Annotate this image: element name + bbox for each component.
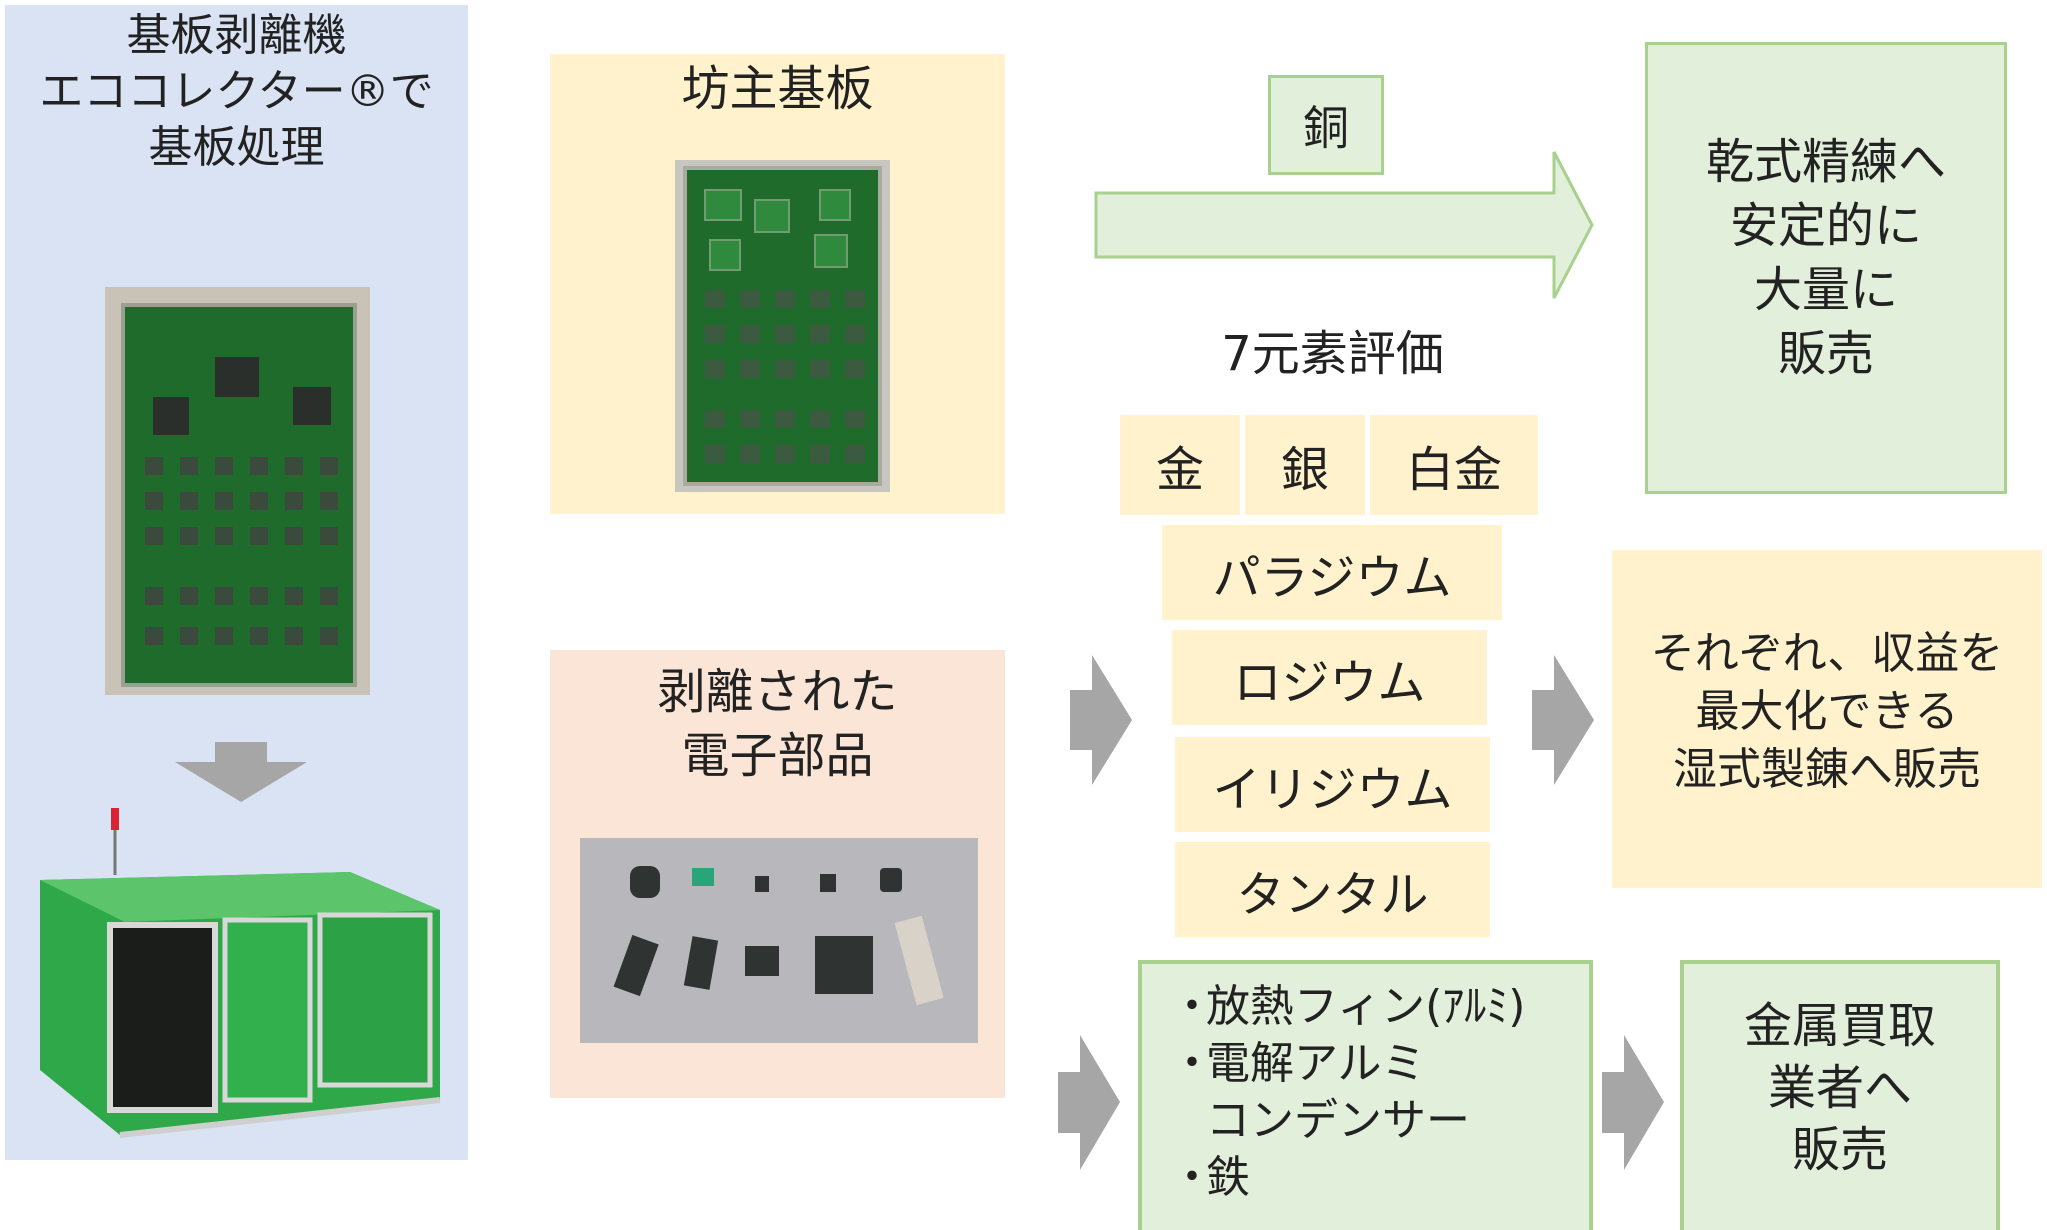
- dry-refining-text: 乾式精練へ 安定的に 大量に 販売: [1645, 130, 2007, 386]
- left-title-line-2: エココレクター®で: [39, 66, 434, 117]
- eco-collector-machine-photo: [30, 800, 450, 1145]
- misc-item-heat-fin: ・ 放熱フィン(ｱﾙﾐ): [1170, 978, 1590, 1035]
- misc-item-line: コンデンサー: [1206, 1095, 1470, 1146]
- element-palladium: パラジウム: [1162, 525, 1502, 620]
- element-iridium: イリジウム: [1175, 737, 1490, 832]
- dry-line-2: 安定的に: [1729, 198, 1922, 254]
- dry-line-4: 販売: [1777, 326, 1874, 382]
- right-arrow-icon: [1070, 655, 1132, 785]
- misc-item-text: 鉄: [1206, 1152, 1250, 1203]
- misc-item-line: 電解アルミ: [1206, 1038, 1426, 1089]
- wet-line-1: それぞれ、収益を: [1650, 628, 2004, 679]
- metal-buyer-box: [1680, 960, 2000, 1230]
- buyer-line-3: 販売: [1791, 1122, 1888, 1178]
- left-title-line-3: 基板処理: [148, 122, 325, 173]
- metal-buyer-text: 金属買取 業者へ 販売: [1680, 995, 2000, 1181]
- right-arrow-icon: [1602, 1035, 1664, 1170]
- wet-refining-box: [1612, 550, 2042, 888]
- electronic-parts-photo: [580, 838, 978, 1043]
- wet-refining-text: それぞれ、収益を 最大化できる 湿式製錬へ販売: [1612, 625, 2042, 799]
- down-arrow-icon: [175, 742, 307, 802]
- bozu-board-title: 坊主基板: [681, 61, 874, 117]
- misc-materials-box: [1138, 960, 1593, 1230]
- buyer-line-2: 業者へ: [1767, 1060, 1912, 1116]
- peeled-components-title: 剥離された 電子部品: [550, 660, 1005, 788]
- peeled-title-line-1: 剥離された: [657, 664, 898, 720]
- circuit-board-photo: [105, 287, 370, 695]
- dry-line-3: 大量に: [1753, 262, 1898, 318]
- misc-item-iron: ・ 鉄: [1170, 1149, 1590, 1206]
- wet-line-2: 最大化できる: [1695, 686, 1959, 737]
- dry-refining-box: [1645, 42, 2007, 494]
- misc-materials-list: ・ 放熱フィン(ｱﾙﾐ) ・ 電解アルミ コンデンサー ・ 鉄: [1170, 978, 1590, 1206]
- element-rhodium: ロジウム: [1172, 630, 1487, 725]
- element-tantalum: タンタル: [1175, 842, 1490, 937]
- misc-item-capacitor: ・ 電解アルミ コンデンサー: [1170, 1035, 1590, 1149]
- left-panel-title: 基板剥離機 エココレクター®で 基板処理: [5, 8, 468, 176]
- dry-line-1: 乾式精練へ: [1705, 134, 1946, 190]
- misc-item-text: 放熱フィン(ｱﾙﾐ): [1206, 981, 1526, 1032]
- buyer-line-1: 金属買取: [1743, 998, 1936, 1054]
- peeled-title-line-2: 電子部品: [681, 728, 874, 784]
- bullet: ・: [1170, 981, 1214, 1032]
- copper-label: 銅: [1303, 101, 1349, 155]
- right-arrow-icon: [1532, 655, 1594, 785]
- bullet: ・: [1170, 1038, 1214, 1089]
- element-gold: 金: [1120, 415, 1240, 515]
- copper-label-box: 銅: [1268, 75, 1384, 175]
- element-platinum: 白金: [1370, 415, 1538, 515]
- big-right-arrow-icon: [1094, 151, 1594, 299]
- right-arrow-icon: [1058, 1035, 1120, 1170]
- bullet: ・: [1170, 1152, 1214, 1203]
- element-silver: 銀: [1245, 415, 1365, 515]
- bozu-board-photo: [675, 160, 890, 492]
- seven-elements-title: 7元素評価: [1221, 326, 1444, 382]
- left-title-line-1: 基板剥離機: [126, 10, 347, 61]
- misc-item-text: 電解アルミ コンデンサー: [1206, 1035, 1470, 1149]
- wet-line-3: 湿式製錬へ販売: [1673, 744, 1981, 795]
